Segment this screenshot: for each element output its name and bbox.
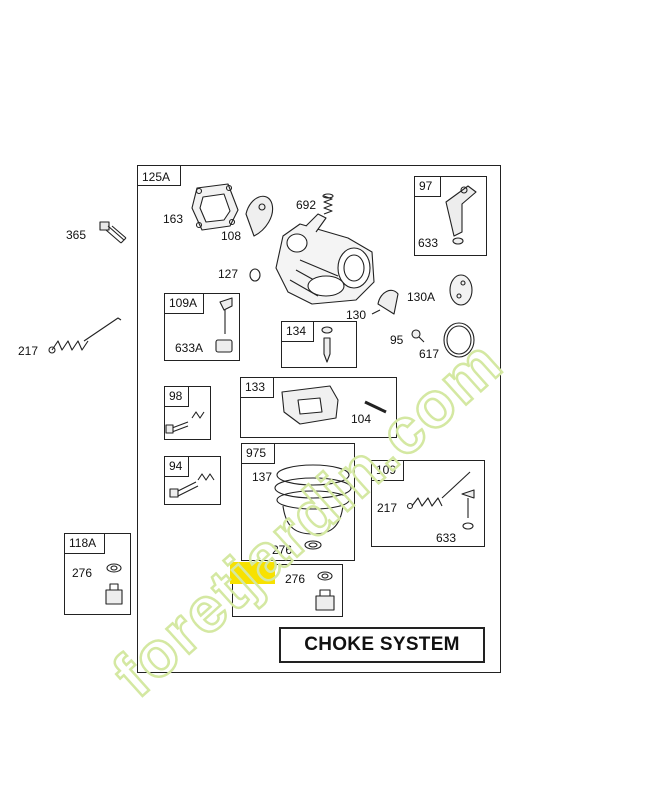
plate-130A-part bbox=[449, 274, 473, 306]
pin-104-part bbox=[364, 400, 387, 414]
float-133-part bbox=[281, 385, 339, 425]
needle-109-part bbox=[461, 489, 475, 530]
carburetor-body-part bbox=[275, 213, 375, 305]
part-box-109A-tag: 109A bbox=[169, 296, 198, 310]
outer-tag: 125A bbox=[142, 170, 171, 184]
outer-tag-frame bbox=[137, 165, 181, 186]
choke-system-title: CHOKE SYSTEM bbox=[279, 627, 485, 663]
part-label-137: 137 bbox=[252, 470, 273, 484]
part-box-97: 97 bbox=[414, 176, 487, 256]
part-label-127: 127 bbox=[218, 267, 239, 281]
part-label-276-box276: 276 bbox=[285, 572, 306, 586]
part-118A-drawing bbox=[105, 563, 123, 605]
lever-97-part bbox=[445, 185, 477, 245]
float-bowl-975-part bbox=[274, 464, 352, 550]
part-box-109: 109 bbox=[371, 460, 485, 547]
lever-130-part bbox=[371, 289, 399, 315]
part-label-633-box109: 633 bbox=[436, 531, 457, 545]
o-ring-127-part bbox=[249, 268, 261, 282]
part-label-633A: 633A bbox=[175, 341, 204, 355]
part-box-118A: 118A bbox=[64, 533, 131, 615]
part-box-98-tag: 98 bbox=[169, 389, 183, 403]
part-label-217-box109: 217 bbox=[377, 501, 398, 515]
screw-94-part bbox=[169, 473, 215, 498]
part-box-118A-tag: 118A bbox=[69, 536, 97, 550]
part-label-163: 163 bbox=[163, 212, 184, 226]
diagram-frame bbox=[137, 165, 501, 673]
part-box-975: 975 bbox=[241, 443, 355, 561]
spring-692-part bbox=[322, 193, 334, 215]
part-box-94-tag: 94 bbox=[169, 459, 183, 473]
part-label-130A: 130A bbox=[407, 290, 436, 304]
part-box-134-tag: 134 bbox=[286, 324, 307, 338]
gasket-part bbox=[191, 183, 239, 231]
part-box-133-tag: 133 bbox=[245, 380, 266, 394]
part-box-133: 133 bbox=[240, 377, 397, 438]
spring-217-part bbox=[48, 317, 122, 354]
part-box-94: 94 bbox=[164, 456, 221, 505]
part-box-134: 134 bbox=[281, 321, 357, 368]
screw-365-part bbox=[99, 221, 127, 244]
part-label-633-box97: 633 bbox=[418, 236, 439, 250]
part-box-109-tag: 109 bbox=[376, 463, 397, 477]
part-276-drawing bbox=[315, 571, 335, 611]
part-box-276 bbox=[232, 564, 343, 617]
screw-98-part bbox=[165, 411, 205, 434]
part-label-692: 692 bbox=[296, 198, 317, 212]
choke-plate-part bbox=[245, 195, 274, 237]
part-label-217: 217 bbox=[18, 344, 39, 358]
part-label-617: 617 bbox=[419, 347, 440, 361]
screw-95-part bbox=[411, 329, 425, 343]
part-label-130: 130 bbox=[346, 308, 367, 322]
part-box-98: 98 bbox=[164, 386, 211, 440]
part-box-975-tag: 975 bbox=[246, 446, 267, 460]
part-134-drawing bbox=[321, 326, 333, 363]
part-label-365: 365 bbox=[66, 228, 87, 242]
part-label-104: 104 bbox=[351, 412, 372, 426]
part-label-95: 95 bbox=[390, 333, 404, 347]
ring-617-part bbox=[443, 322, 475, 358]
needle-109A-part bbox=[215, 297, 233, 353]
part-label-276-box118A: 276 bbox=[72, 566, 93, 580]
part-box-97-tag: 97 bbox=[419, 179, 433, 193]
spring-109-part bbox=[406, 471, 471, 510]
part-label-108: 108 bbox=[221, 229, 242, 243]
part-box-109A: 109A bbox=[164, 293, 240, 361]
part-label-276-box975: 276 bbox=[272, 543, 293, 557]
